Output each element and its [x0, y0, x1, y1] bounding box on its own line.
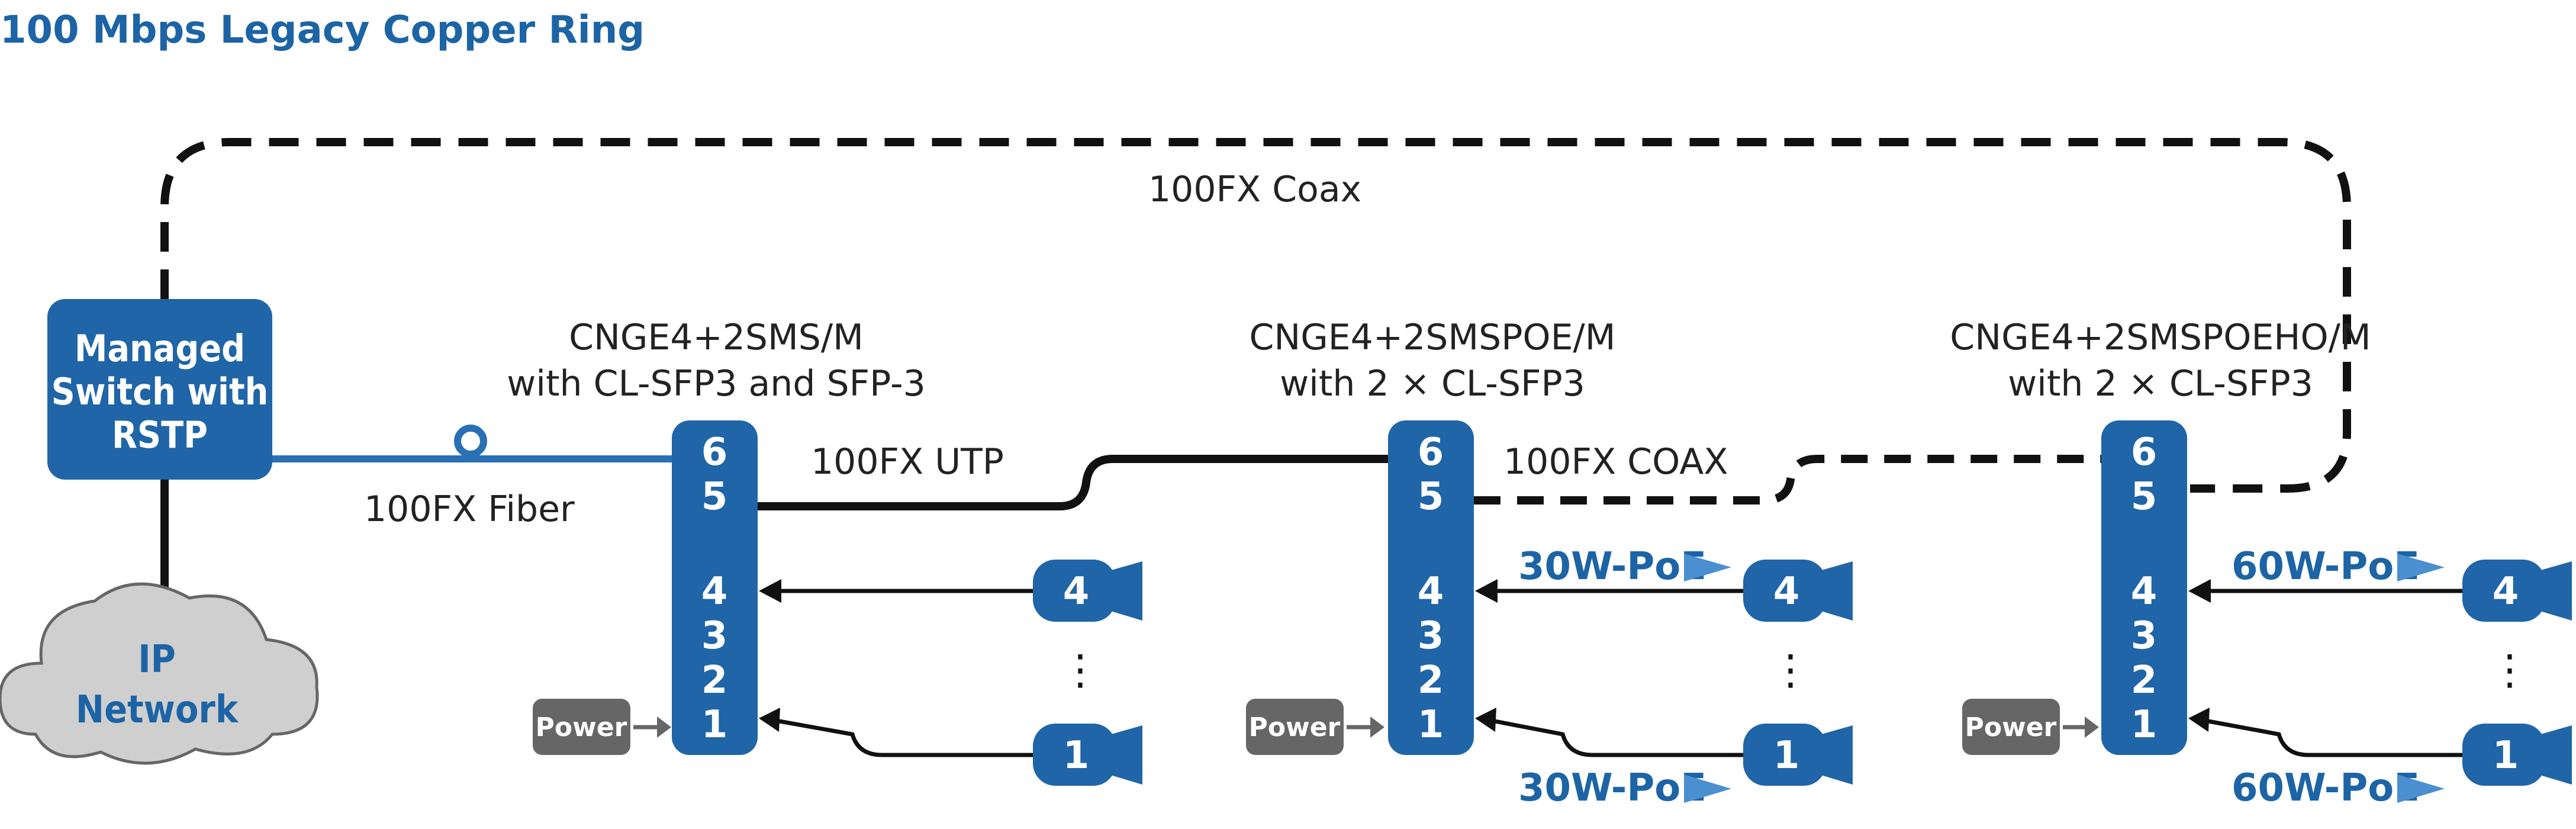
switch-1-port-4: 4 [701, 570, 728, 613]
switch-1-cam4-arrowhead [759, 579, 781, 603]
switch-2-port-3: 3 [1418, 614, 1444, 658]
camera-4-icon: 4 [1033, 560, 1142, 622]
switch-1-power-label: Power [536, 712, 627, 743]
camera-1-icon: 1 [2462, 724, 2572, 786]
switch-3-port-3: 3 [2131, 614, 2158, 658]
switch-1-subtitle: with CL-SFP3 and SFP-3 [507, 363, 926, 404]
coax-top-label: 100FX Coax [1148, 169, 1361, 210]
utp-label: 100FX UTP [811, 441, 1004, 483]
switch-2-cam1-link [1485, 717, 1743, 757]
switch-3-cam1-arrowhead [2188, 708, 2210, 732]
managed-switch-line3: RSTP [112, 413, 208, 457]
switch-2-poe-top-arrow [1684, 554, 1731, 581]
switch-1-cam1-arrowhead [759, 708, 780, 732]
camera-1-icon: 1 [1743, 724, 1853, 786]
switch-2-port-5: 5 [1418, 475, 1444, 519]
switch-1-port-1: 1 [701, 703, 728, 747]
switch-2-poe-bottom-label: 30W-PoE [1518, 766, 1706, 810]
switch-1-port-5: 5 [701, 475, 728, 519]
switch-3-port-2: 2 [2131, 658, 2158, 702]
svg-text:1: 1 [1773, 734, 1800, 777]
switch-2-camera-dots: ⋮ [1770, 645, 1811, 694]
camera-1-icon: 1 [1033, 724, 1142, 786]
switch-2-body [1388, 420, 1474, 755]
switch-3-model: CNGE4+2SMSPOEHO/M [1950, 317, 2371, 358]
switch-1: CNGE4+2SMS/M with CL-SFP3 and SFP-3 6 5 … [507, 317, 1142, 786]
switch-2-cam1-arrowhead [1475, 708, 1496, 732]
switch-3-poe-bottom-arrow [2397, 775, 2445, 803]
switch-2-subtitle: with 2 × CL-SFP3 [1280, 363, 1585, 404]
switch-3-power-label: Power [1965, 712, 2057, 743]
ip-network-line1: IP [138, 638, 176, 682]
switch-2-model: CNGE4+2SMSPOE/M [1249, 317, 1615, 358]
switch-2-port-4: 4 [1418, 570, 1444, 613]
switch-2-power-label: Power [1249, 712, 1341, 743]
svg-text:1: 1 [2493, 734, 2519, 777]
switch-1-port-6: 6 [701, 430, 728, 474]
switch-3-body [2101, 420, 2187, 755]
camera-4-icon: 4 [2462, 560, 2572, 622]
switch-3: CNGE4+2SMSPOEHO/M with 2 × CL-SFP3 6 5 4… [1950, 317, 2572, 810]
switch-3-poe-bottom-label: 60W-PoE [2232, 766, 2420, 810]
switch-2: CNGE4+2SMSPOE/M with 2 × CL-SFP3 6 5 4 3… [1246, 317, 1853, 810]
switch-1-power-arrowhead [657, 716, 671, 738]
switch-1-power-box [533, 699, 630, 755]
switch-3-port-4: 4 [2131, 570, 2158, 613]
switch-2-port-6: 6 [1418, 430, 1444, 474]
managed-switch-line2: Switch with [51, 370, 269, 413]
fiber-label: 100FX Fiber [364, 489, 575, 530]
coax-mid-link-line [1474, 455, 2101, 505]
svg-text:4: 4 [1063, 570, 1090, 613]
camera-4-icon: 4 [1743, 560, 1853, 622]
ip-network-cloud [0, 582, 319, 765]
switch-3-port-5: 5 [2131, 475, 2158, 519]
switch-2-port-1: 1 [1418, 703, 1444, 747]
ip-network-line2: Network [76, 688, 239, 732]
coax-ring-line [160, 138, 2351, 493]
switch-1-body [672, 420, 758, 755]
switch-3-poe-top-arrow [2397, 554, 2445, 581]
managed-switch-line1: Managed [75, 327, 245, 370]
switch-3-subtitle: with 2 × CL-SFP3 [2008, 363, 2313, 404]
switch-1-port-2: 2 [701, 658, 728, 702]
switch-3-port-1: 1 [2131, 703, 2158, 747]
fiber-connector-icon [454, 425, 487, 458]
svg-text:4: 4 [1773, 570, 1800, 613]
switch-3-port-6: 6 [2131, 430, 2158, 474]
switch-1-model: CNGE4+2SMS/M [569, 317, 864, 358]
switch-3-cam1-link [2198, 717, 2462, 757]
switch-1-cam1-link [769, 717, 1033, 757]
switch-3-cam4-arrowhead [2188, 579, 2211, 603]
switch-3-power-arrowhead [2085, 716, 2099, 738]
managed-switch-box [47, 299, 272, 480]
svg-text:1: 1 [1063, 734, 1090, 777]
switch-3-poe-top-label: 60W-PoE [2232, 545, 2420, 589]
switch-2-cam4-arrowhead [1475, 579, 1498, 603]
svg-text:4: 4 [2493, 570, 2519, 613]
switch-3-camera-dots: ⋮ [2489, 645, 2530, 694]
switch-2-port-2: 2 [1418, 658, 1444, 702]
switch-1-camera-dots: ⋮ [1060, 645, 1101, 694]
utp-link-line [758, 455, 1388, 510]
switch-2-poe-top-label: 30W-PoE [1518, 545, 1706, 589]
switch-1-port-3: 3 [701, 614, 728, 658]
switch-2-poe-bottom-arrow [1684, 775, 1731, 803]
switch-3-power-box [1962, 699, 2060, 755]
diagram-title: 100 Mbps Legacy Copper Ring [0, 8, 645, 52]
switch-2-power-box [1246, 699, 1344, 755]
coax-mid-label: 100FX COAX [1503, 441, 1728, 483]
switch-2-power-arrowhead [1370, 716, 1384, 738]
